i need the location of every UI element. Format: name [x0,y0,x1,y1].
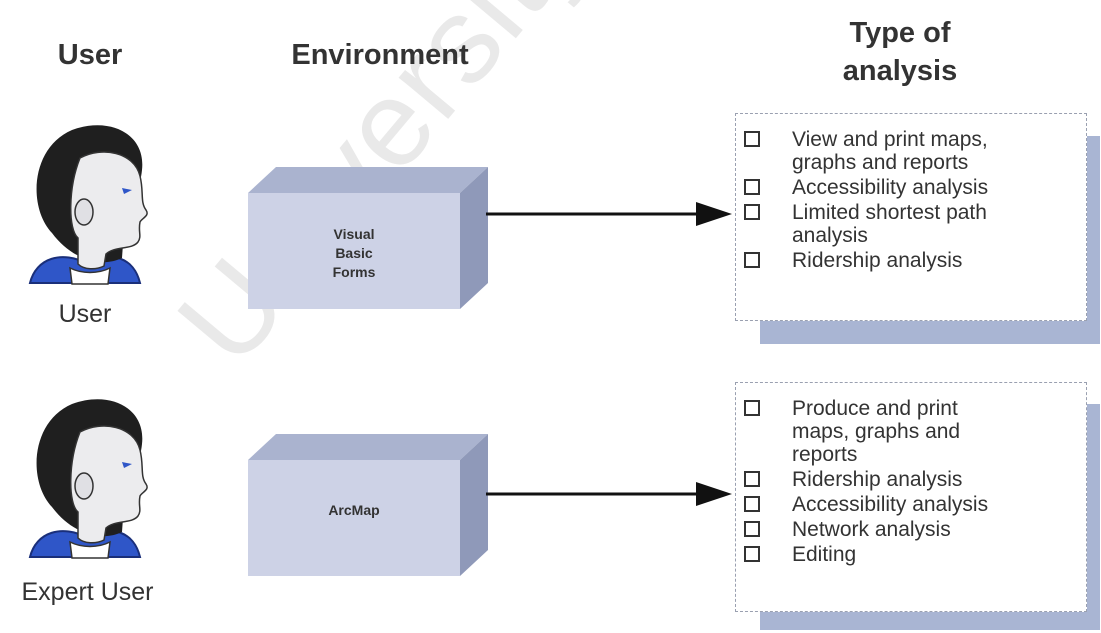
environment-box-visual-basic: Visual Basic Forms [248,167,488,309]
analysis-item: Network analysis [736,518,1086,541]
header-environment: Environment [291,39,469,71]
header-analysis-line1: Type of [849,17,951,49]
checkbox-icon [744,252,760,268]
environment-line: Visual [334,226,375,242]
analysis-item: View and print maps,graphs and reports [736,128,1086,174]
analysis-item: Accessibility analysis [736,176,1086,199]
user-person-icon [28,125,148,285]
environment-line: Forms [333,264,376,280]
analysis-panel-user: View and print maps,graphs and reports A… [735,113,1087,321]
analysis-item: Ridership analysis [736,249,1086,272]
checkbox-icon [744,204,760,220]
environment-line: Basic [335,245,373,261]
environment-line: ArcMap [328,502,379,518]
analysis-item: Ridership analysis [736,468,1086,491]
checkbox-icon [744,400,760,416]
header-user: User [57,39,123,71]
analysis-item: Editing [736,543,1086,566]
checkbox-icon [744,131,760,147]
header-analysis: Type of analysis [790,14,1010,90]
checkbox-icon [744,521,760,537]
checkbox-icon [744,471,760,487]
checkbox-icon [744,179,760,195]
header-analysis-line2: analysis [842,55,958,87]
checkbox-icon [744,546,760,562]
checkbox-icon [744,496,760,512]
arrow-row-1 [486,202,732,226]
expert-user-person-icon [28,399,148,559]
user-label: User [58,300,112,328]
analysis-item: Accessibility analysis [736,493,1086,516]
expert-user-label: Expert User [21,578,154,606]
arrow-row-2 [486,482,732,506]
environment-box-arcmap: ArcMap [248,434,488,576]
